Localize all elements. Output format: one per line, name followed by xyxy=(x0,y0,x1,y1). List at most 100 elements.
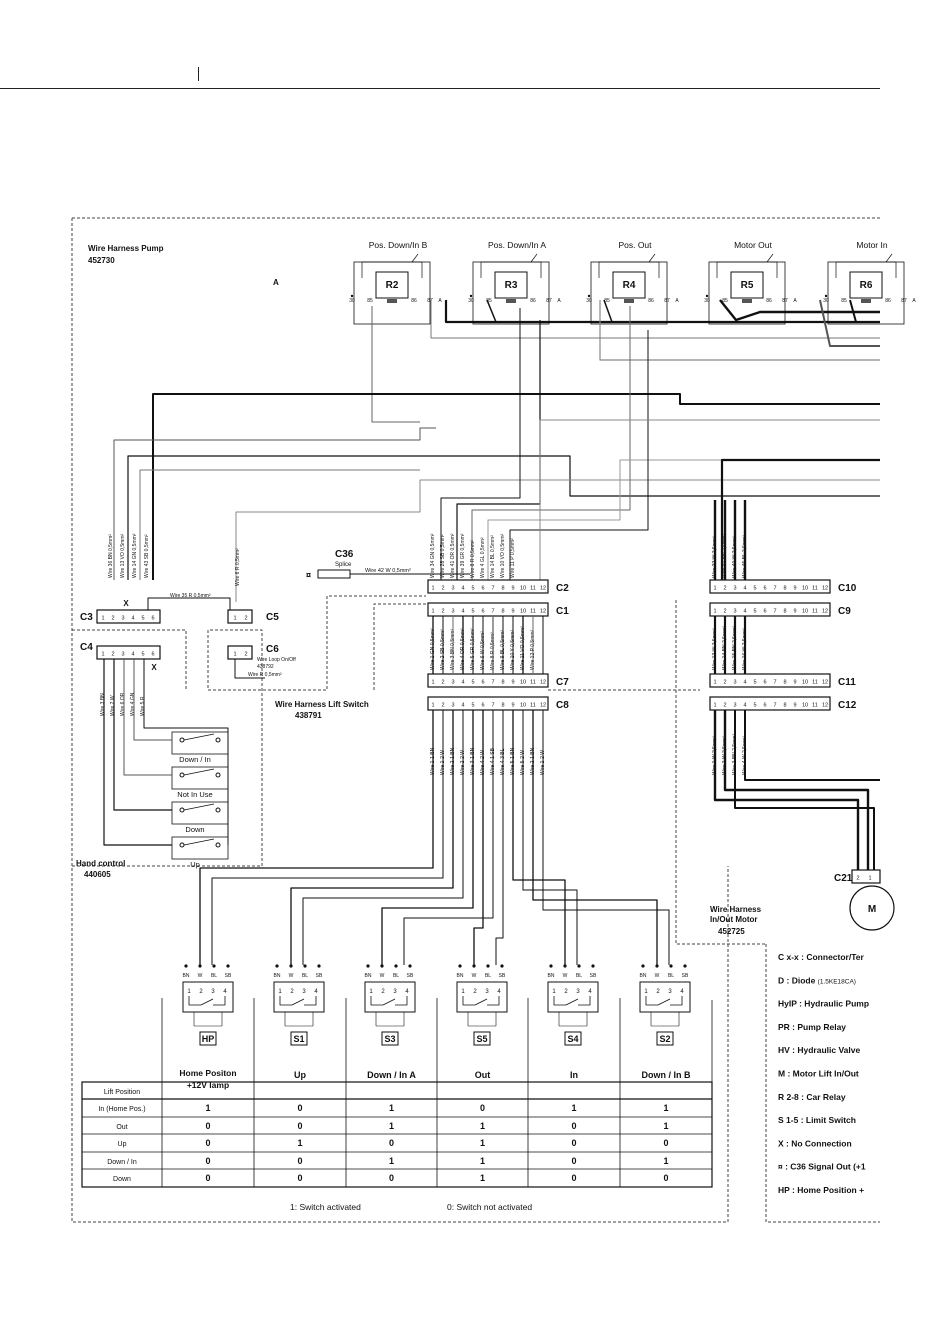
relay-dot-R3 xyxy=(469,294,473,298)
table-cell-4-4: 0 xyxy=(571,1173,576,1183)
legend-item-5: M : Motor Lift In/Out xyxy=(778,1069,859,1079)
switch-S5-pinlbl-BL: BL xyxy=(485,973,491,979)
c2-to-r3 xyxy=(440,308,521,580)
relay-id-R3: R3 xyxy=(505,280,518,291)
relay-pin-R4-86: 86 xyxy=(648,298,654,304)
c4-wire-label-1: Wire 2 W xyxy=(110,695,116,716)
switch-S5-tag xyxy=(473,1031,491,1046)
connector-c9-pin-3: 3 xyxy=(733,609,736,615)
relay-pin-R5-87: 87 xyxy=(782,298,788,304)
feed-pump-power xyxy=(152,393,880,580)
switch-S1-blade xyxy=(291,998,305,1006)
legend-desc-10: : Home Position + xyxy=(792,1185,864,1195)
c2-wire-label-1: Wire 28 SB 0,5mm² xyxy=(440,534,446,578)
legend-desc-8: : No Connection xyxy=(786,1138,852,1148)
switch-S1-contact-a xyxy=(279,996,292,1006)
connector-c11-pin-9: 9 xyxy=(793,680,796,686)
hand-switch-label-0: Down / In xyxy=(179,755,211,764)
legend-desc-2: : Hydraulic Pump xyxy=(799,999,869,1009)
switch-S4-dot-2 xyxy=(577,964,581,968)
connector-c8-pin-6: 6 xyxy=(481,703,484,709)
connector-c9-pin-5: 5 xyxy=(753,609,756,615)
table-cell-4-3: 1 xyxy=(480,1173,485,1183)
motor-wire-3 xyxy=(734,710,875,870)
relay-name-R4: Pos. Out xyxy=(618,240,652,250)
connector-c21-pin-2: 2 xyxy=(856,876,859,882)
table-cell-2-2: 0 xyxy=(389,1138,394,1148)
table-cell-1-3: 1 xyxy=(480,1121,485,1131)
legend-desc-6: : Car Relay xyxy=(801,1092,846,1102)
switch-S4-tag xyxy=(564,1031,582,1046)
switch-S4-pinlbl-BL: BL xyxy=(576,973,582,979)
relay-pin-R4-A: A xyxy=(675,298,679,304)
relay-bus-grey xyxy=(430,300,880,339)
table-cell-3-0: 0 xyxy=(205,1156,210,1166)
hand-wire-up xyxy=(103,659,172,846)
connector-c9-label: C9 xyxy=(838,606,851,617)
switch-HP-pin-3: 3 xyxy=(211,989,215,995)
motor-feed-1 xyxy=(720,458,880,580)
connector-c1-pin-2: 2 xyxy=(441,609,444,615)
hand-wire-notinuse xyxy=(123,659,172,776)
switch-S2-dot-2 xyxy=(669,964,673,968)
connector-c3-pin-3: 3 xyxy=(121,616,124,622)
legend-desc-4: : Hydraulic Valve xyxy=(792,1045,860,1055)
relay-contact-R5 xyxy=(766,253,774,263)
table-header-S3: Down / In A xyxy=(367,1070,416,1080)
switch-S1-id: S1 xyxy=(293,1034,304,1044)
c6-loop-wire xyxy=(234,659,265,679)
relay-coil-R3 xyxy=(494,271,528,299)
switch-S5-body xyxy=(456,981,508,1013)
connector-c10-pin-1: 1 xyxy=(713,586,716,592)
hand-switch-frame-3 xyxy=(171,836,229,860)
table-cell-3-3: 1 xyxy=(480,1156,485,1166)
connector-c7-pin-10: 10 xyxy=(520,680,526,686)
relay-pin-R5-30: 30 xyxy=(704,298,710,304)
connector-c2-pin-2: 2 xyxy=(441,586,444,592)
lift-switch-part: 438791 xyxy=(295,711,322,720)
table-lift-position-header: Lift Position xyxy=(104,1089,140,1096)
relay-pin-R2-30: 30 xyxy=(349,298,355,304)
relay-frame-R2 xyxy=(353,261,431,325)
connector-c10-pin-12: 12 xyxy=(822,586,828,592)
connector-c3-pin-1: 1 xyxy=(101,616,104,622)
table-cell-3-1: 0 xyxy=(297,1156,302,1166)
motor-wire-2 xyxy=(723,710,870,870)
table-header-S5: Out xyxy=(475,1070,491,1080)
c8-to-switch-wire-0 xyxy=(199,710,434,965)
relay-frame-R6 xyxy=(827,261,905,325)
relay-pin-R3-A: A xyxy=(557,298,561,304)
switch-S3-blade xyxy=(382,998,396,1006)
relay-coil-R6 xyxy=(849,271,883,299)
hand-switch-label-2: Down xyxy=(185,825,204,834)
c2-to-r4-b xyxy=(471,306,631,580)
connector-c9-pin-9: 9 xyxy=(793,609,796,615)
switch-S3-id: S3 xyxy=(384,1034,395,1044)
legend-desc-7: : Limit Switch xyxy=(801,1115,856,1125)
switch-S3-contact-a xyxy=(370,996,383,1006)
switch-HP-dot-2 xyxy=(212,964,216,968)
switch-S1-dot-2 xyxy=(303,964,307,968)
relay-contact-R4 xyxy=(648,253,656,263)
switch-S3-pinlbl-W: W xyxy=(380,973,385,979)
switch-HP-body xyxy=(182,981,234,1013)
switch-S4-pinlbl-BN: BN xyxy=(548,973,555,979)
table-cell-1-4: 0 xyxy=(571,1121,576,1131)
relay-id-R5: R5 xyxy=(741,280,754,291)
switch-S4-dot-1 xyxy=(563,964,567,968)
relay-pin-R4-87: 87 xyxy=(664,298,670,304)
connector-c1-pin-5: 5 xyxy=(471,609,474,615)
legend-key-1: D xyxy=(778,975,787,985)
switch-S4-pin-2: 2 xyxy=(564,989,568,995)
legend-item-6: R 2-8 : Car Relay xyxy=(778,1092,846,1102)
connector-c11-body xyxy=(709,673,831,688)
connector-c2-pin-5: 5 xyxy=(471,586,474,592)
switch-HP-dot-0 xyxy=(184,964,188,968)
legend-item-4: HV : Hydraulic Valve xyxy=(778,1045,860,1055)
connector-c10-body xyxy=(709,579,831,594)
wire-6r-label: Wire 6 R 0,5mm² xyxy=(235,548,241,586)
connector-c10-pin-5: 5 xyxy=(753,586,756,592)
c2-wire-label-4: Wire 8 R 0,5mm² xyxy=(470,540,476,578)
motor-in-wire xyxy=(819,299,880,347)
table-header-HP-2: +12V lamp xyxy=(187,1080,229,1090)
